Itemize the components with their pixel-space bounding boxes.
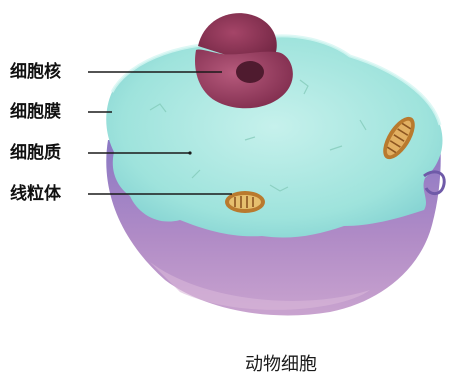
figure-caption: 动物细胞 xyxy=(245,350,317,376)
label-nucleus: 细胞核 xyxy=(10,62,61,82)
nucleus xyxy=(195,13,293,108)
nucleolus xyxy=(236,61,264,83)
leader-dot-cytoplasm xyxy=(188,151,191,154)
label-membrane: 细胞膜 xyxy=(10,102,61,122)
label-mitochondria: 线粒体 xyxy=(10,184,61,204)
label-cytoplasm: 细胞质 xyxy=(10,143,61,163)
